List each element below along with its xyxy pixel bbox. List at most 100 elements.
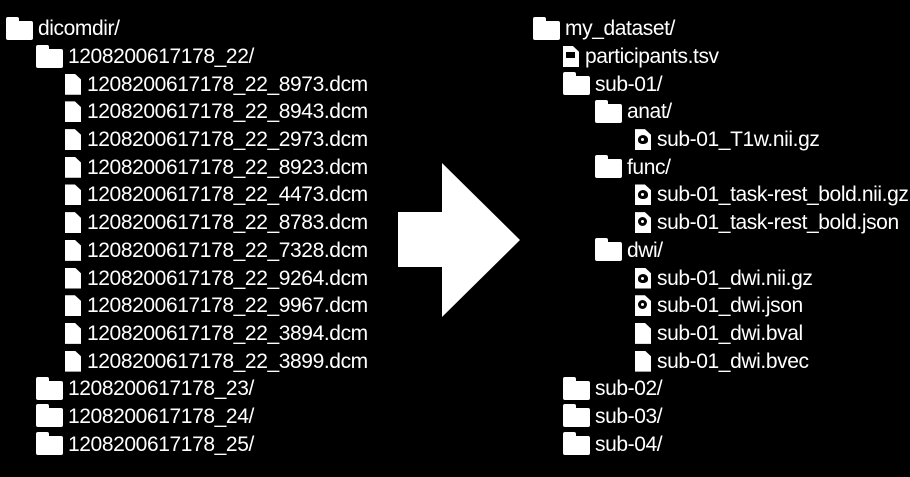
document-icon bbox=[635, 322, 651, 344]
tree-row-file: 1208200617178_22_7328.dcm bbox=[6, 237, 368, 265]
folder-name-label: sub-04/ bbox=[595, 432, 663, 456]
file-name-label: 1208200617178_22_9967.dcm bbox=[87, 294, 368, 318]
document-icon bbox=[65, 184, 81, 206]
file-name-label: sub-01_dwi.bvec bbox=[657, 349, 809, 373]
tree-row-folder: 1208200617178_24/ bbox=[6, 403, 368, 431]
tree-row-file: sub-01_task-rest_bold.json bbox=[533, 209, 908, 237]
tree-row-file: sub-01_dwi.nii.gz bbox=[533, 264, 908, 292]
tree-row-file: 1208200617178_22_8943.dcm bbox=[6, 98, 368, 126]
folder-icon bbox=[563, 376, 590, 400]
tree-row-folder: 1208200617178_25/ bbox=[6, 430, 368, 458]
folder-name-label: 1208200617178_22/ bbox=[68, 45, 254, 69]
file-name-label: 1208200617178_22_8973.dcm bbox=[87, 72, 368, 96]
folder-name-label: dicomdir/ bbox=[38, 17, 120, 41]
tree-row-file: 1208200617178_22_9264.dcm bbox=[6, 264, 368, 292]
tree-row-file: 1208200617178_22_4473.dcm bbox=[6, 181, 368, 209]
tree-row-file: 1208200617178_22_2973.dcm bbox=[6, 126, 368, 154]
document-icon bbox=[65, 350, 81, 372]
file-name-label: sub-01_T1w.nii.gz bbox=[657, 128, 820, 152]
folder-icon bbox=[6, 16, 33, 40]
conversion-arrow-icon bbox=[398, 163, 520, 317]
tree-row-folder: my_dataset/ bbox=[533, 15, 908, 43]
folder-icon bbox=[563, 72, 590, 96]
folder-name-label: 1208200617178_25/ bbox=[68, 432, 254, 456]
tree-row-folder: sub-04/ bbox=[533, 430, 908, 458]
file-name-label: sub-01_task-rest_bold.nii.gz bbox=[657, 183, 909, 207]
folder-name-label: sub-02/ bbox=[595, 377, 663, 401]
folder-icon bbox=[563, 432, 590, 456]
tree-row-folder: dwi/ bbox=[533, 237, 908, 265]
tree-row-folder: dicomdir/ bbox=[6, 15, 368, 43]
folder-icon bbox=[36, 404, 63, 428]
folder-icon bbox=[36, 432, 63, 456]
tree-row-file: sub-01_dwi.json bbox=[533, 292, 908, 320]
file-name-label: sub-01_dwi.bval bbox=[657, 321, 803, 345]
tree-row-file: 1208200617178_22_8783.dcm bbox=[6, 209, 368, 237]
file-name-label: 1208200617178_22_8783.dcm bbox=[87, 211, 368, 235]
tree-row-folder: anat/ bbox=[533, 98, 908, 126]
document-icon bbox=[635, 350, 651, 372]
document-icon bbox=[65, 156, 81, 178]
document-icon bbox=[65, 322, 81, 344]
document-icon bbox=[65, 267, 81, 289]
file-name-label: 1208200617178_22_3899.dcm bbox=[87, 349, 368, 373]
tree-row-file: sub-01_T1w.nii.gz bbox=[533, 126, 908, 154]
folder-icon bbox=[36, 376, 63, 400]
folder-name-label: anat/ bbox=[627, 100, 672, 124]
bids-output-tree: my_dataset/participants.tsv sub-01/anat/s… bbox=[533, 15, 909, 458]
nifti-file-icon bbox=[635, 184, 651, 206]
tree-row-file: sub-01_task-rest_bold.nii.gz bbox=[533, 181, 909, 209]
folder-icon bbox=[595, 155, 622, 179]
folder-name-label: 1208200617178_24/ bbox=[68, 404, 254, 428]
file-name-label: 1208200617178_22_9264.dcm bbox=[87, 266, 368, 290]
file-name-label: 1208200617178_22_2973.dcm bbox=[87, 128, 368, 152]
nifti-file-icon bbox=[635, 129, 651, 151]
tree-row-folder: 1208200617178_23/ bbox=[6, 375, 368, 403]
file-name-label: 1208200617178_22_4473.dcm bbox=[87, 183, 368, 207]
folder-name-label: 1208200617178_23/ bbox=[68, 377, 254, 401]
document-icon bbox=[65, 295, 81, 317]
tree-row-file: sub-01_dwi.bval bbox=[533, 320, 908, 348]
tree-row-folder: sub-03/ bbox=[533, 403, 908, 431]
tree-row-file: participants.tsv bbox=[533, 43, 908, 71]
folder-icon bbox=[595, 99, 622, 123]
tree-row-folder: 1208200617178_22/ bbox=[6, 43, 368, 71]
folder-name-label: my_dataset/ bbox=[565, 17, 675, 41]
tree-row-folder: func/ bbox=[533, 153, 908, 181]
tree-row-file: 1208200617178_22_3899.dcm bbox=[6, 347, 368, 375]
file-name-label: sub-01_dwi.json bbox=[657, 294, 803, 318]
file-name-label: participants.tsv bbox=[585, 45, 719, 69]
tree-row-file: 1208200617178_22_9967.dcm bbox=[6, 292, 368, 320]
file-name-label: sub-01_dwi.nii.gz bbox=[657, 266, 813, 290]
folder-name-label: dwi/ bbox=[627, 238, 663, 262]
file-name-label: 1208200617178_22_3894.dcm bbox=[87, 321, 368, 345]
document-icon bbox=[65, 212, 81, 234]
document-icon bbox=[65, 101, 81, 123]
tree-row-file: 1208200617178_22_3894.dcm bbox=[6, 320, 368, 348]
folder-icon bbox=[36, 44, 63, 68]
document-icon bbox=[65, 73, 81, 95]
dicom-source-tree: dicomdir/1208200617178_22/1208200617178_… bbox=[6, 15, 368, 458]
file-name-label: 1208200617178_22_7328.dcm bbox=[87, 238, 368, 262]
tree-row-file: 1208200617178_22_8923.dcm bbox=[6, 153, 368, 181]
json-file-icon bbox=[635, 295, 651, 317]
tree-row-file: sub-01_dwi.bvec bbox=[533, 347, 908, 375]
tree-row-folder: sub-01/ bbox=[533, 70, 908, 98]
file-name-label: sub-01_task-rest_bold.json bbox=[657, 211, 899, 235]
document-icon bbox=[65, 239, 81, 261]
folder-icon bbox=[563, 404, 590, 428]
tree-row-folder: sub-02/ bbox=[533, 375, 908, 403]
folder-icon bbox=[595, 238, 622, 262]
folder-name-label: sub-01/ bbox=[595, 72, 663, 96]
file-name-label: 1208200617178_22_8923.dcm bbox=[87, 155, 368, 179]
file-name-label: 1208200617178_22_8943.dcm bbox=[87, 100, 368, 124]
nifti-file-icon bbox=[635, 267, 651, 289]
folder-icon bbox=[533, 16, 560, 40]
tsv-file-icon bbox=[563, 46, 579, 68]
tree-row-file: 1208200617178_22_8973.dcm bbox=[6, 70, 368, 98]
folder-name-label: func/ bbox=[627, 155, 671, 179]
right-arrow-shape bbox=[398, 163, 520, 317]
json-file-icon bbox=[635, 212, 651, 234]
document-icon bbox=[65, 129, 81, 151]
